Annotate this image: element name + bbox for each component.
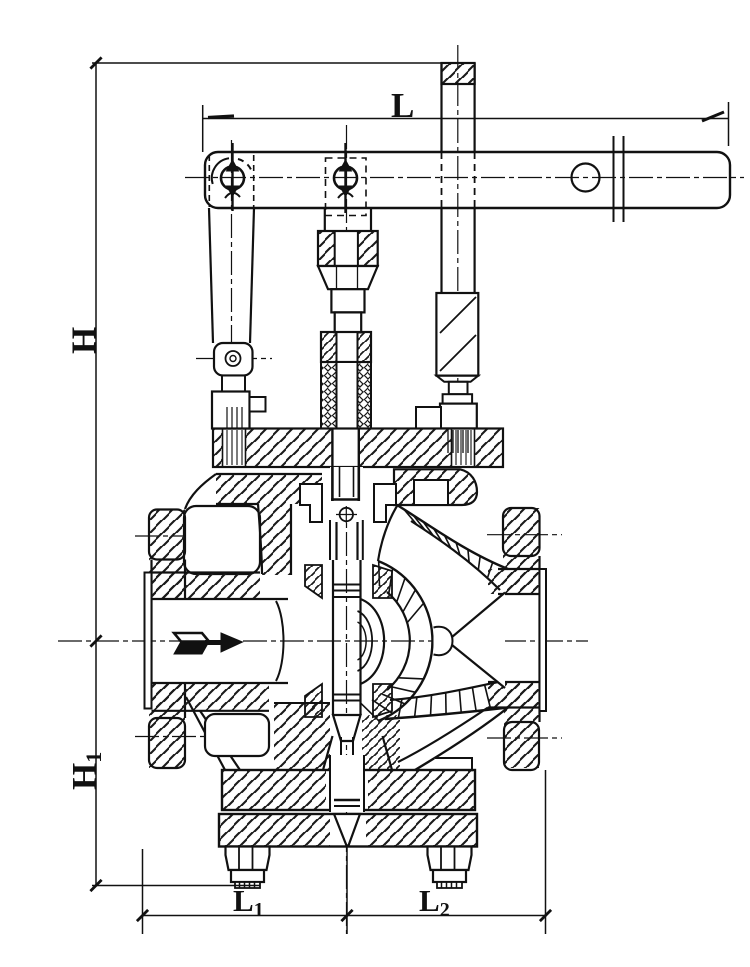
svg-text:H1: H1 — [65, 752, 106, 790]
svg-text:L: L — [391, 86, 414, 125]
svg-text:H: H — [65, 327, 104, 354]
